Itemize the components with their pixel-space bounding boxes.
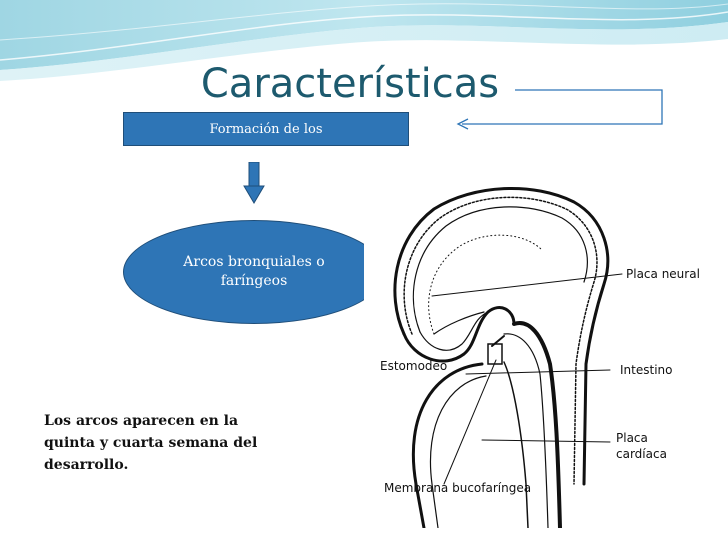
label-placa-cardiaca-1: Placa xyxy=(616,431,648,445)
label-estomodeo: Estomodeo xyxy=(380,359,447,373)
header-wave-decoration xyxy=(0,0,728,83)
development-note: Los arcos aparecen en la quinta y cuarta… xyxy=(44,413,258,473)
formacion-box: Formación de los xyxy=(123,112,409,146)
slide-title-text: Características xyxy=(200,61,500,107)
label-placa-neural: Placa neural xyxy=(626,267,700,281)
arcos-ellipse: Arcos bronquiales o faríngeos xyxy=(123,220,385,324)
arrow-down-icon xyxy=(243,162,265,204)
arcos-ellipse-label: Arcos bronquiales o faríngeos xyxy=(183,254,325,289)
label-intestino: Intestino xyxy=(620,363,672,377)
label-membrana-bucofaringea: Membrana bucofaríngea xyxy=(384,481,531,495)
connector-line xyxy=(462,89,663,125)
embryo-illustration: Placa neural Estomodeo Intestino Placa c… xyxy=(364,184,710,528)
arrow-left-icon xyxy=(456,118,469,130)
label-placa-cardiaca-2: cardíaca xyxy=(616,447,667,461)
formacion-box-label: Formación de los xyxy=(209,121,323,137)
slide-title: Características xyxy=(0,58,728,110)
connector-arrow xyxy=(456,89,663,130)
